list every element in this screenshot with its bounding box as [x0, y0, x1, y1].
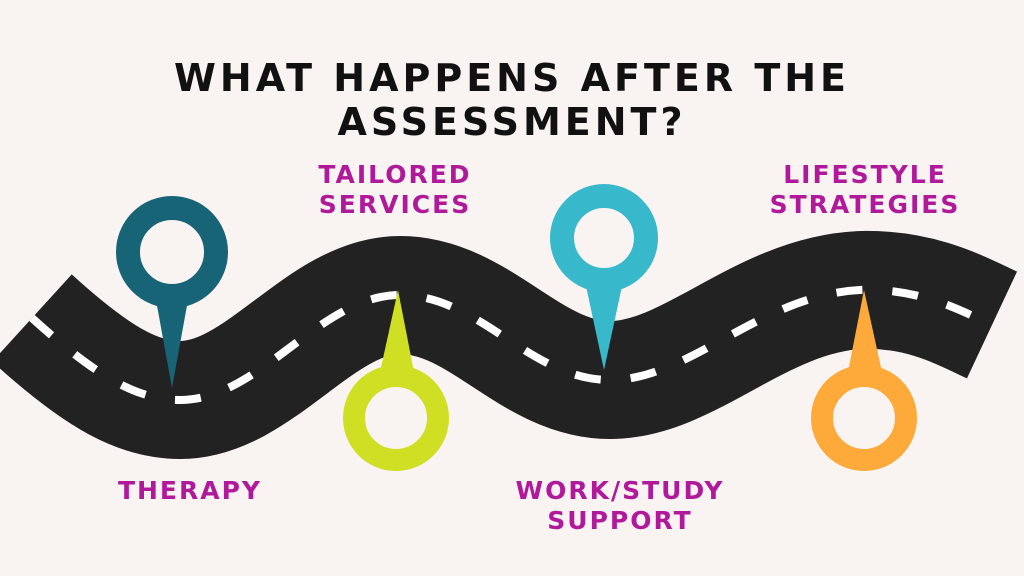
milestone-label-work-study: WORK/STUDY SUPPORT: [500, 476, 740, 536]
label-line: SERVICES: [318, 190, 472, 219]
page-title: WHAT HAPPENS AFTER THE ASSESSMENT?: [173, 56, 851, 144]
map-pin-icon: [550, 184, 658, 292]
milestone-label-lifestyle: LIFESTYLE STRATEGIES: [760, 160, 970, 220]
map-pin-icon: [116, 196, 228, 308]
pin-tail: [156, 300, 188, 388]
milestone-pin-tailored-services: [343, 290, 449, 471]
pin-tail: [848, 290, 882, 372]
milestone-pin-lifestyle: [811, 290, 917, 471]
milestone-pin-therapy: [116, 196, 228, 388]
road-center-dashes: [29, 285, 994, 405]
label-line: STRATEGIES: [769, 190, 961, 219]
pin-tail: [586, 286, 622, 370]
pin-tail: [380, 290, 414, 372]
map-pin-icon: [811, 365, 917, 471]
milestone-label-therapy: THERAPY: [110, 476, 270, 506]
milestone-pin-work-study: [550, 184, 658, 370]
map-pin-icon: [343, 365, 449, 471]
label-line: TAILORED: [318, 160, 472, 189]
label-line: LIFESTYLE: [783, 160, 947, 189]
milestone-label-tailored-services: TAILORED SERVICES: [300, 160, 490, 220]
label-line: THERAPY: [117, 476, 263, 505]
label-line: SUPPORT: [547, 506, 693, 535]
label-line: WORK/STUDY: [515, 476, 725, 505]
